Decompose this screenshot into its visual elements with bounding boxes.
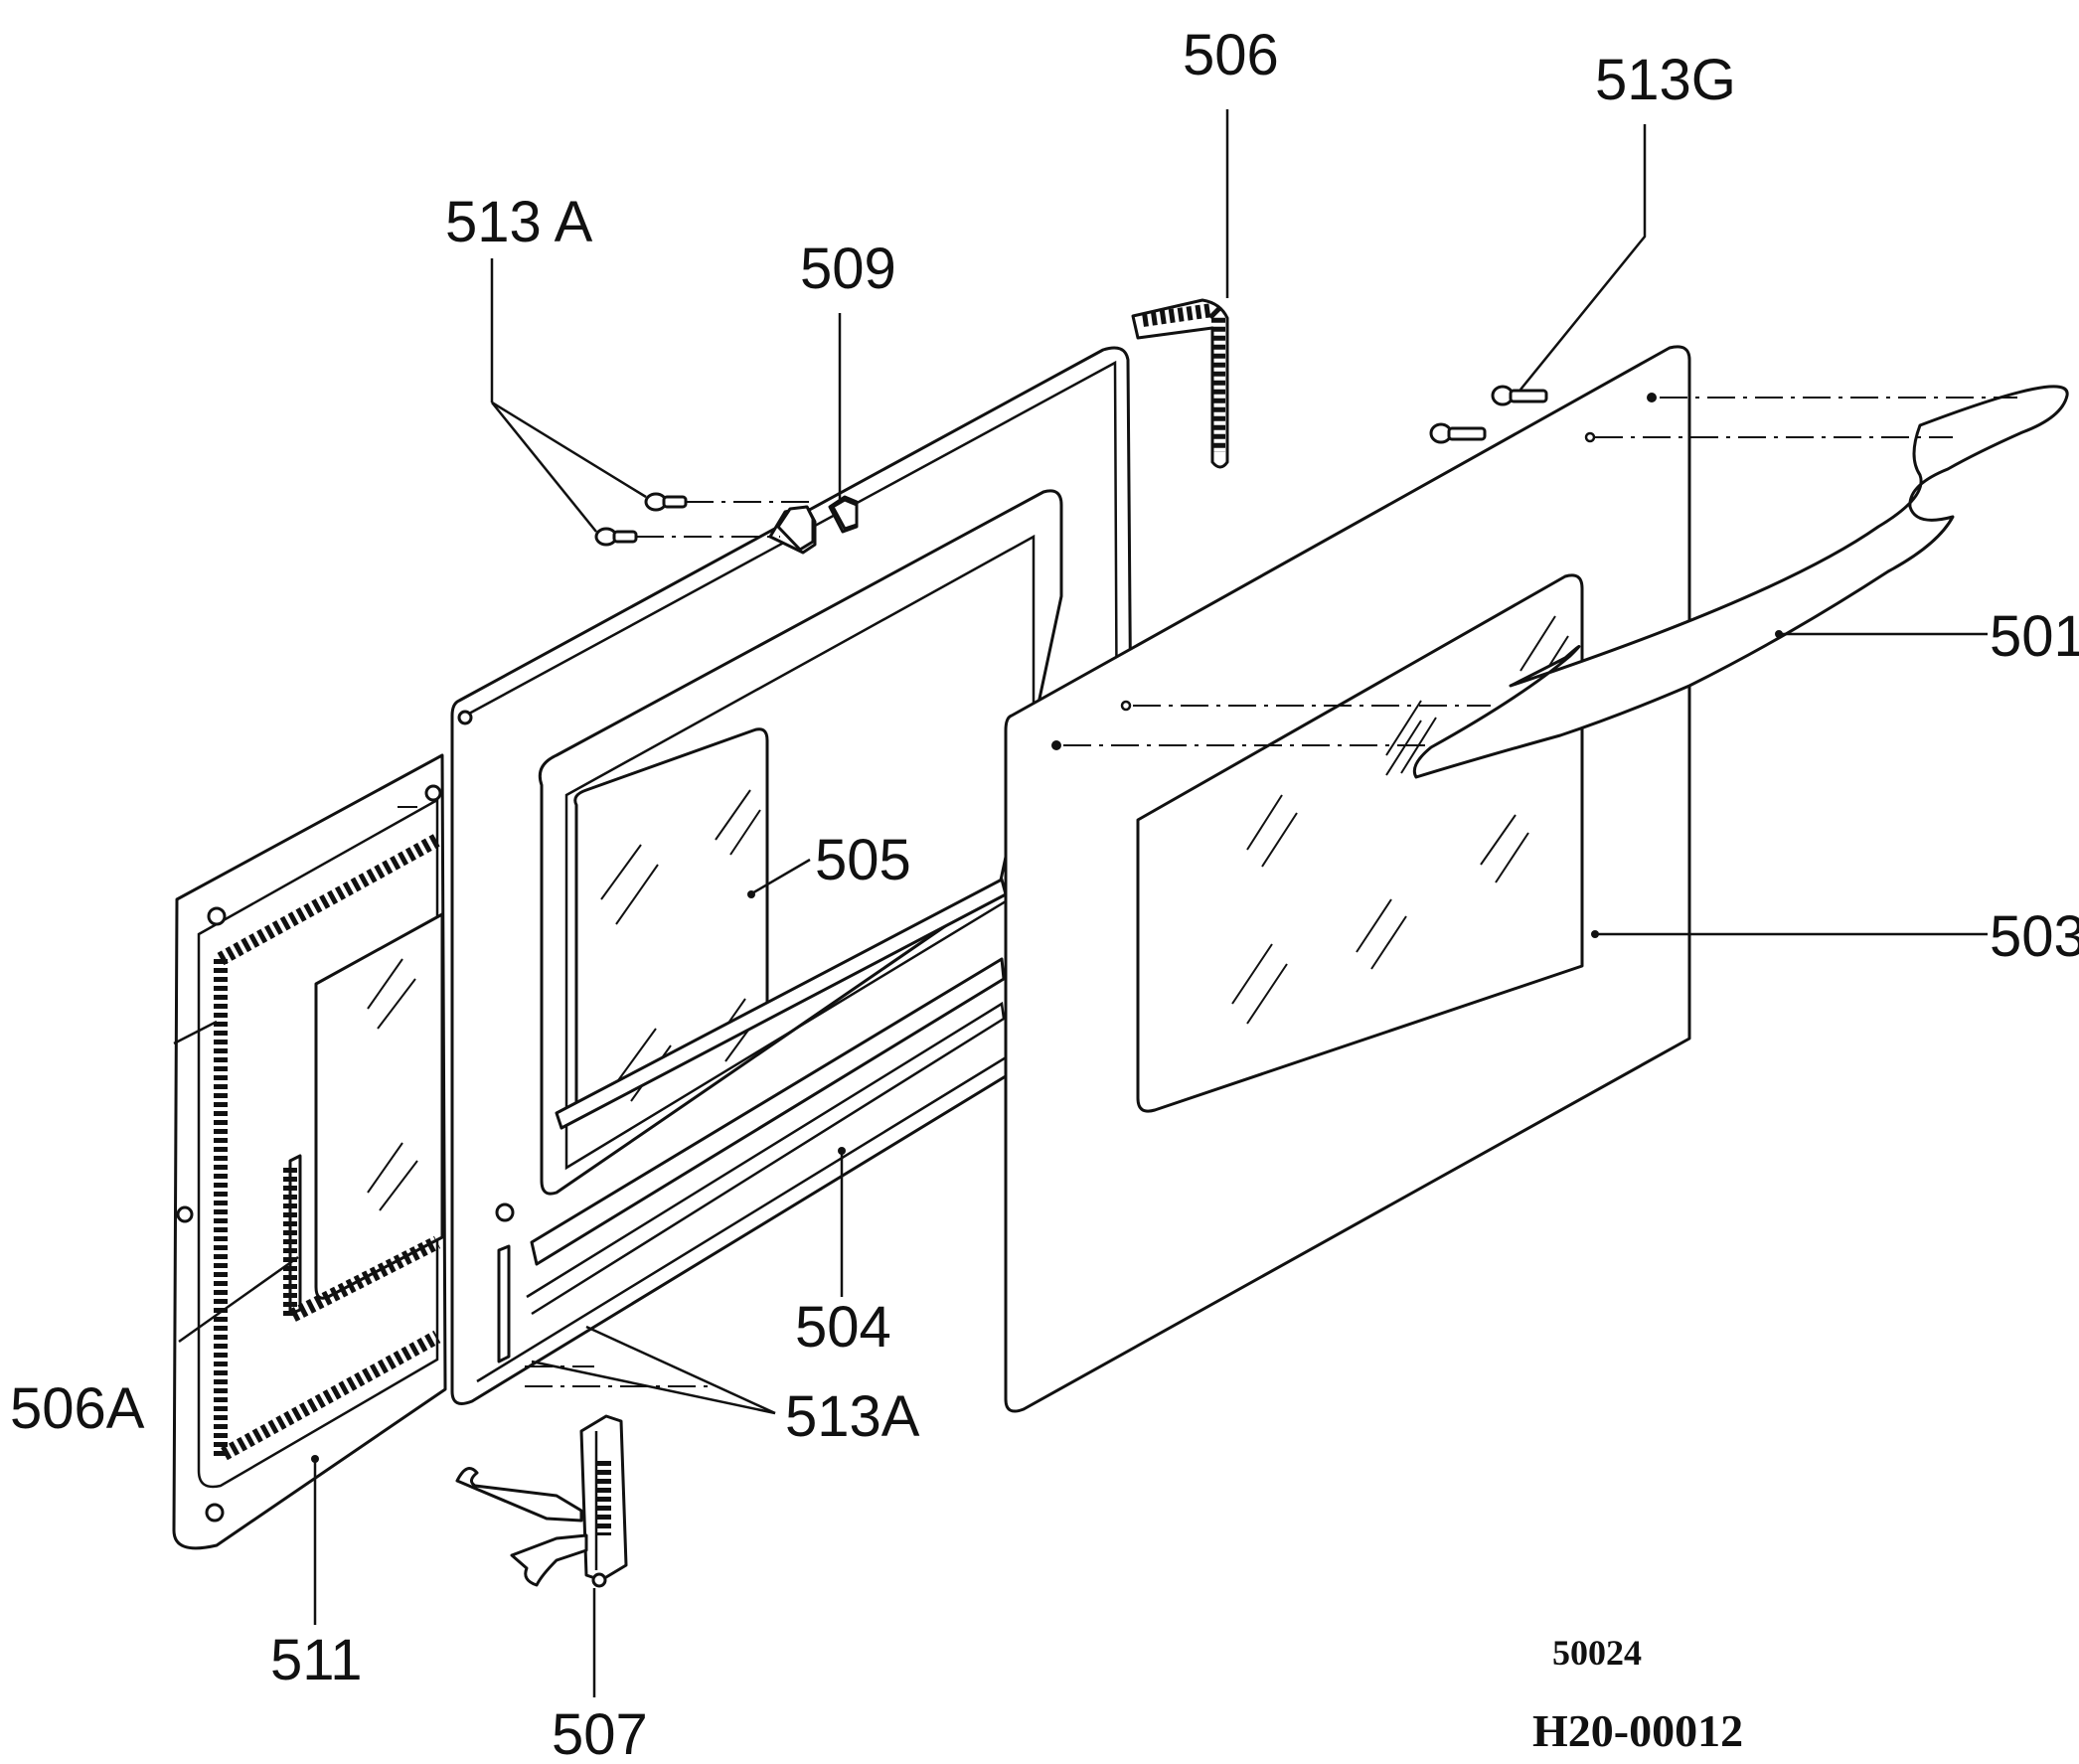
- leader-lines: [178, 109, 1988, 1697]
- handle-501: [1412, 385, 2069, 779]
- clip-509: [776, 498, 859, 552]
- outer-door-panel-503: [1004, 345, 1691, 1413]
- label-506: 506: [1183, 23, 1279, 87]
- label-511: 511: [270, 1628, 362, 1692]
- label-509: 509: [800, 237, 896, 301]
- inner-panel-511: [172, 753, 447, 1550]
- label-504: 504: [795, 1295, 891, 1360]
- gasket-piece-506: [1131, 298, 1229, 469]
- label-507: 507: [552, 1702, 648, 1764]
- alignment-lines: [398, 397, 2017, 1387]
- middle-frame-504: [450, 346, 1135, 1405]
- label-501: 501: [1990, 604, 2079, 669]
- gasket-strip-506a: [283, 1168, 441, 1324]
- screws-513g: [1429, 385, 1548, 444]
- reference-code: H20-00012: [1532, 1705, 1743, 1756]
- screws-513a-top: [594, 492, 688, 547]
- hinge-507: [455, 1414, 628, 1588]
- label-513g: 513G: [1595, 48, 1736, 112]
- label-513a-bottom: 513A: [785, 1384, 920, 1449]
- label-506a: 506A: [10, 1376, 145, 1441]
- label-505: 505: [815, 828, 911, 892]
- drawing-number: 50024: [1552, 1633, 1642, 1673]
- label-503: 503: [1990, 904, 2079, 969]
- label-513a-top: 513 A: [445, 190, 593, 254]
